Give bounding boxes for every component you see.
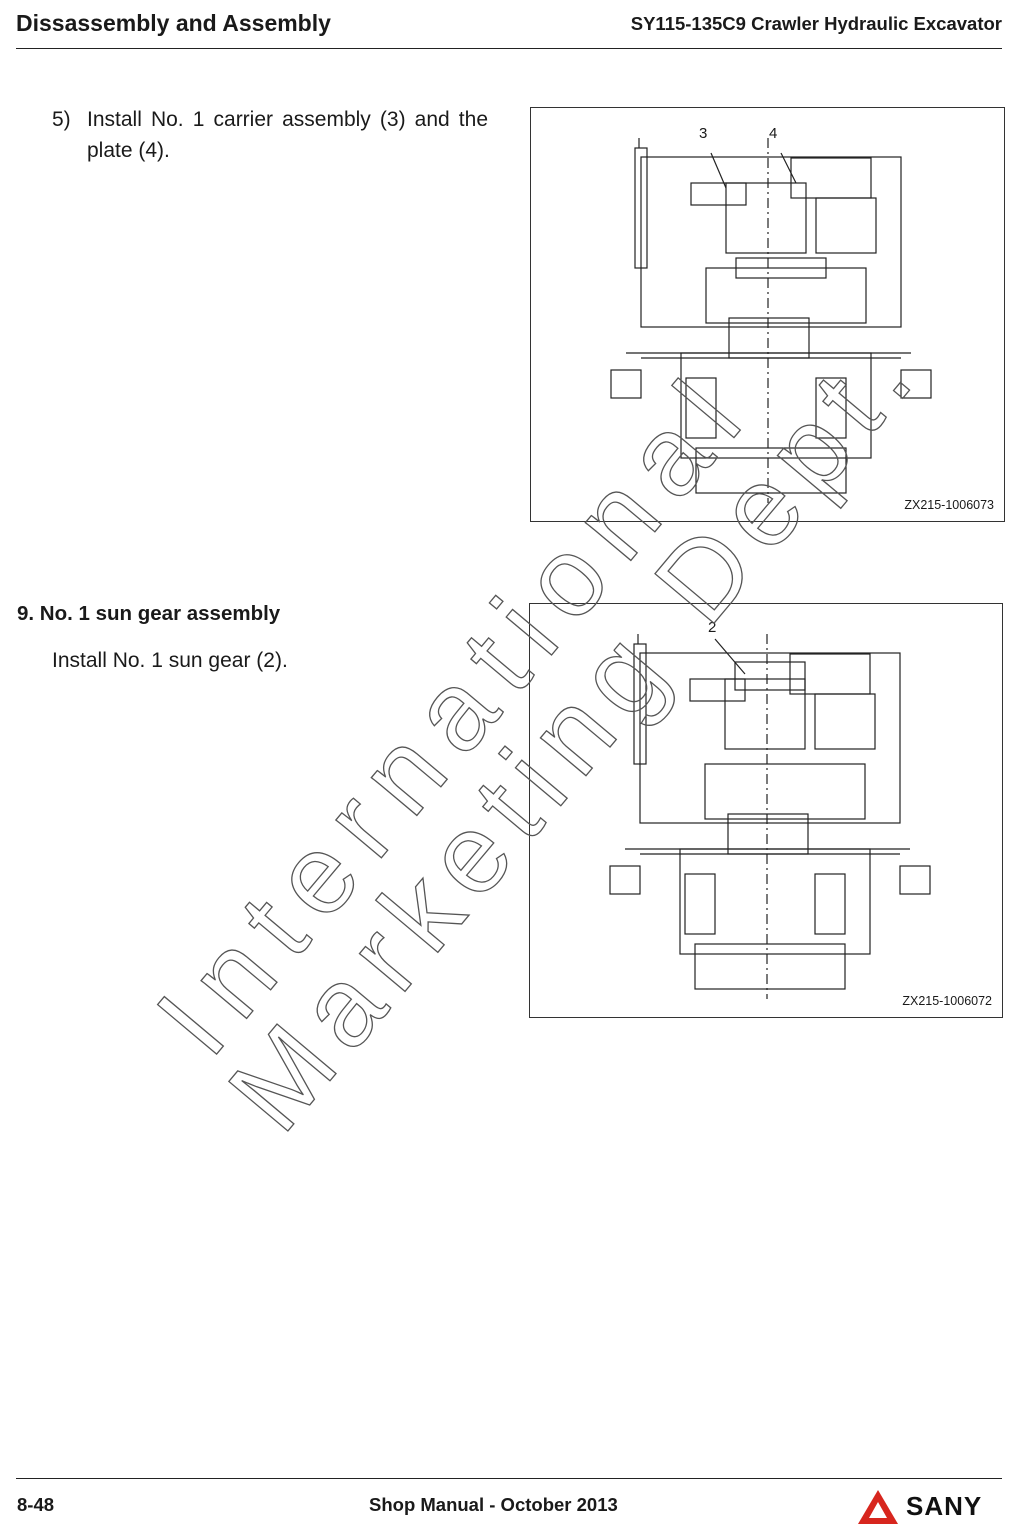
callout-2: 2 [708,619,717,636]
callout-4: 4 [769,125,778,142]
excavator-final-drive-drawing [610,138,932,503]
manual-edition: Shop Manual - October 2013 [369,1494,618,1515]
sany-logo-icon [858,1490,898,1524]
figure-code: ZX215-1006073 [904,498,994,512]
section-instruction: Install No. 1 sun gear (2). [52,649,288,672]
figure-sun-gear: 2 ZX215-1006072 [529,603,1003,1018]
callout-3: 3 [699,125,708,142]
step-number: 5) [52,108,71,131]
figure-code: ZX215-1006072 [902,994,992,1008]
footer-rule [16,1478,1002,1479]
excavator-final-drive-drawing [609,634,931,999]
sany-logo: SANY [856,1488,1004,1526]
section-header: Dissassembly and Assembly [16,10,331,36]
section-title: 9. No. 1 sun gear assembly [17,602,281,625]
figure-carrier-assembly: 3 4 ZX215-1006073 [530,107,1005,522]
step-5: 5) Install No. 1 carrier assembly (3) an… [52,104,488,166]
document-title: SY115-135C9 Crawler Hydraulic Excavator [630,13,1002,34]
header-rule [16,48,1002,49]
step-instruction: Install No. 1 carrier assembly (3) and t… [87,108,488,162]
brand-name: SANY [906,1491,983,1521]
page-number: 8-48 [17,1494,55,1515]
